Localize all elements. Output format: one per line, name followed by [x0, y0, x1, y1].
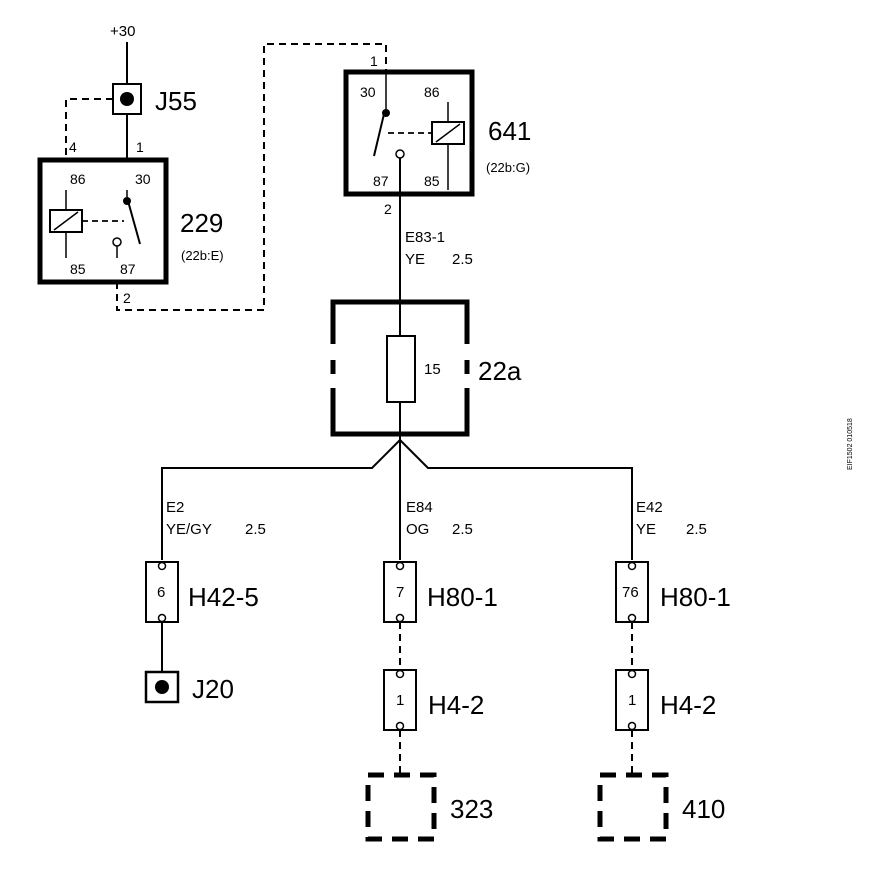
component-410-label: 410 — [682, 794, 725, 824]
relay-641-wire2: 2 — [384, 201, 392, 217]
fusebox-22a-label: 22a — [478, 356, 522, 386]
connector-h80-1-mid — [383, 561, 417, 623]
connector-h4-2-mid — [383, 669, 417, 731]
component-410 — [597, 772, 669, 842]
branch-mid-code: E84 — [406, 499, 433, 516]
branch-right-color: YE — [636, 521, 656, 538]
connector-h42-5 — [145, 561, 179, 623]
branch-mid-color: OG — [406, 521, 429, 538]
component-323 — [365, 772, 437, 842]
branch-mid-size: 2.5 — [452, 521, 473, 538]
relay-641-ref: (22b:G) — [486, 160, 530, 175]
branch-right-size: 2.5 — [686, 521, 707, 538]
relay-229-pin87: 87 — [120, 261, 136, 277]
wire-e831-code: E83-1 — [405, 229, 445, 246]
relay-229-wire4: 4 — [69, 139, 77, 155]
connector-h4-2-mid-pin: 1 — [396, 692, 404, 709]
branch-left-size: 2.5 — [245, 521, 266, 538]
relay-229-pin85: 85 — [70, 261, 86, 277]
relay-229-pin30: 30 — [135, 171, 151, 187]
relay-641-pin30: 30 — [360, 84, 376, 100]
relay-641-id: 641 — [488, 116, 531, 146]
connector-h80-1-right-label: H80-1 — [660, 582, 731, 612]
relay-641-pin85: 85 — [424, 173, 440, 189]
relay-229-ref: (22b:E) — [181, 248, 224, 263]
relay-641-wire1: 1 — [370, 53, 378, 69]
relay-229-id: 229 — [180, 208, 223, 238]
relay-641-box — [343, 69, 475, 197]
component-323-label: 323 — [450, 794, 493, 824]
wire-e831-size: 2.5 — [452, 251, 473, 268]
connector-h80-1-mid-label: H80-1 — [427, 582, 498, 612]
relay-641-pin86: 86 — [424, 84, 440, 100]
connector-h4-2-right-pin: 1 — [628, 692, 636, 709]
connector-h4-2-right-label: H4-2 — [660, 690, 716, 720]
connector-h42-5-pin: 6 — [157, 584, 165, 601]
relay-641-pin87: 87 — [373, 173, 389, 189]
connector-h4-2-mid-label: H4-2 — [428, 690, 484, 720]
figure-ref-code: EIF1502 010518 — [847, 418, 854, 470]
branch-left-code: E2 — [166, 499, 184, 516]
wire-e831-color: YE — [405, 251, 425, 268]
connector-h80-1-mid-pin: 7 — [396, 584, 404, 601]
j55-label: J55 — [155, 86, 197, 116]
relay-229-box — [37, 157, 169, 285]
branch-right-code: E42 — [636, 499, 663, 516]
fuse-15 — [386, 335, 416, 403]
branch-left-color: YE/GY — [166, 521, 212, 538]
relay-229-wire1: 1 — [136, 139, 144, 155]
supply-label: +30 — [110, 23, 135, 40]
ground-j20-label: J20 — [192, 674, 234, 704]
relay-229-wire2: 2 — [123, 290, 131, 306]
fuse-15-label: 15 — [424, 361, 441, 378]
connector-h80-1-right-pin: 76 — [622, 584, 639, 601]
connector-h42-5-label: H42-5 — [188, 582, 259, 612]
relay-229-pin86: 86 — [70, 171, 86, 187]
